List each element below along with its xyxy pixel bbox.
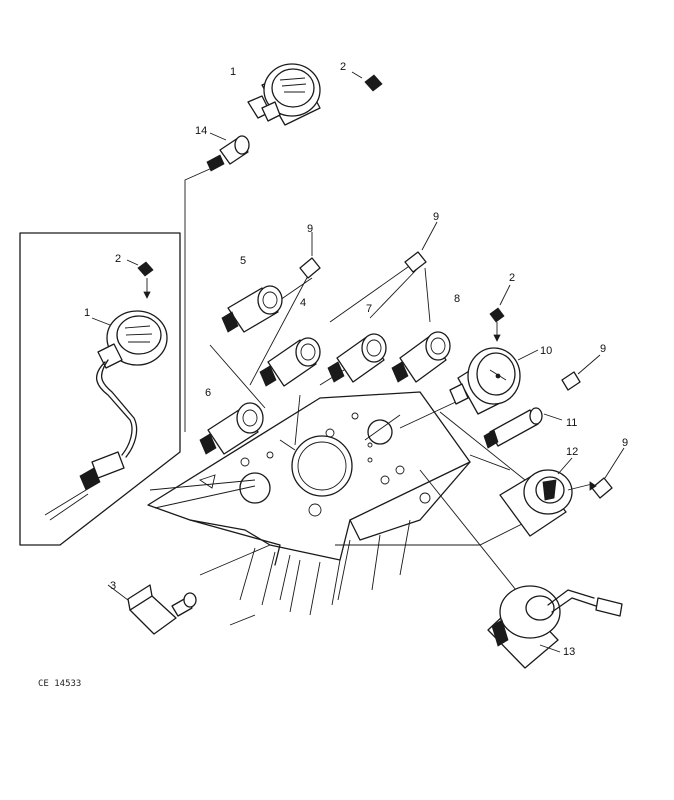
figure-reference: CE 14533	[38, 679, 81, 689]
callout-14: 14	[195, 125, 207, 137]
bulb-part-9a	[299, 232, 321, 279]
callout-2-top: 2	[340, 61, 346, 73]
bulb-part-2-right	[489, 284, 511, 342]
bulb-part-9b	[404, 221, 438, 273]
bulb-part-2-top	[351, 71, 383, 92]
inset-frame	[19, 232, 181, 546]
indicator-lamp-part-7	[327, 333, 387, 383]
indicator-lamp-part-6	[199, 402, 264, 455]
bulb-part-9d	[591, 447, 625, 499]
callout-9-d: 9	[622, 437, 628, 449]
callout-12: 12	[566, 446, 578, 458]
callout-2-inset: 2	[115, 253, 121, 265]
dashboard-panel	[147, 391, 471, 616]
sender-part-3	[107, 584, 197, 635]
callout-10: 10	[540, 345, 552, 357]
callout-labels: 1 2 14 9 9 2 1 5 4 7 8 2 10 9 6 11 12 9 …	[84, 61, 628, 658]
callout-8: 8	[454, 293, 460, 305]
switch-part-11	[483, 407, 563, 449]
callout-4: 4	[300, 297, 306, 309]
callout-11: 11	[566, 417, 577, 429]
light-switch-part-13	[487, 585, 623, 669]
sender-part-14	[206, 132, 250, 172]
indicator-lamp-part-8	[391, 331, 451, 383]
indicator-lamp-part-5	[221, 285, 283, 333]
bulb-part-9c	[561, 354, 601, 391]
gauge-part-10	[449, 347, 539, 415]
callout-7: 7	[366, 303, 372, 315]
indicator-lamp-part-4	[259, 337, 321, 387]
callout-1-top: 1	[230, 66, 236, 78]
callout-13: 13	[563, 646, 575, 658]
key-switch-part-12	[499, 457, 597, 537]
inset-bulb-part-2	[126, 259, 154, 299]
callout-9-a: 9	[307, 223, 313, 235]
callout-1-inset: 1	[84, 307, 90, 319]
inset-gauge-part-1	[44, 310, 168, 521]
callout-2-right: 2	[509, 272, 515, 284]
callout-3: 3	[110, 580, 116, 592]
gauge-part-1	[247, 63, 321, 126]
callout-9-c: 9	[600, 343, 606, 355]
callout-9-b: 9	[433, 211, 439, 223]
callout-6: 6	[205, 387, 211, 399]
callout-5: 5	[240, 255, 246, 267]
